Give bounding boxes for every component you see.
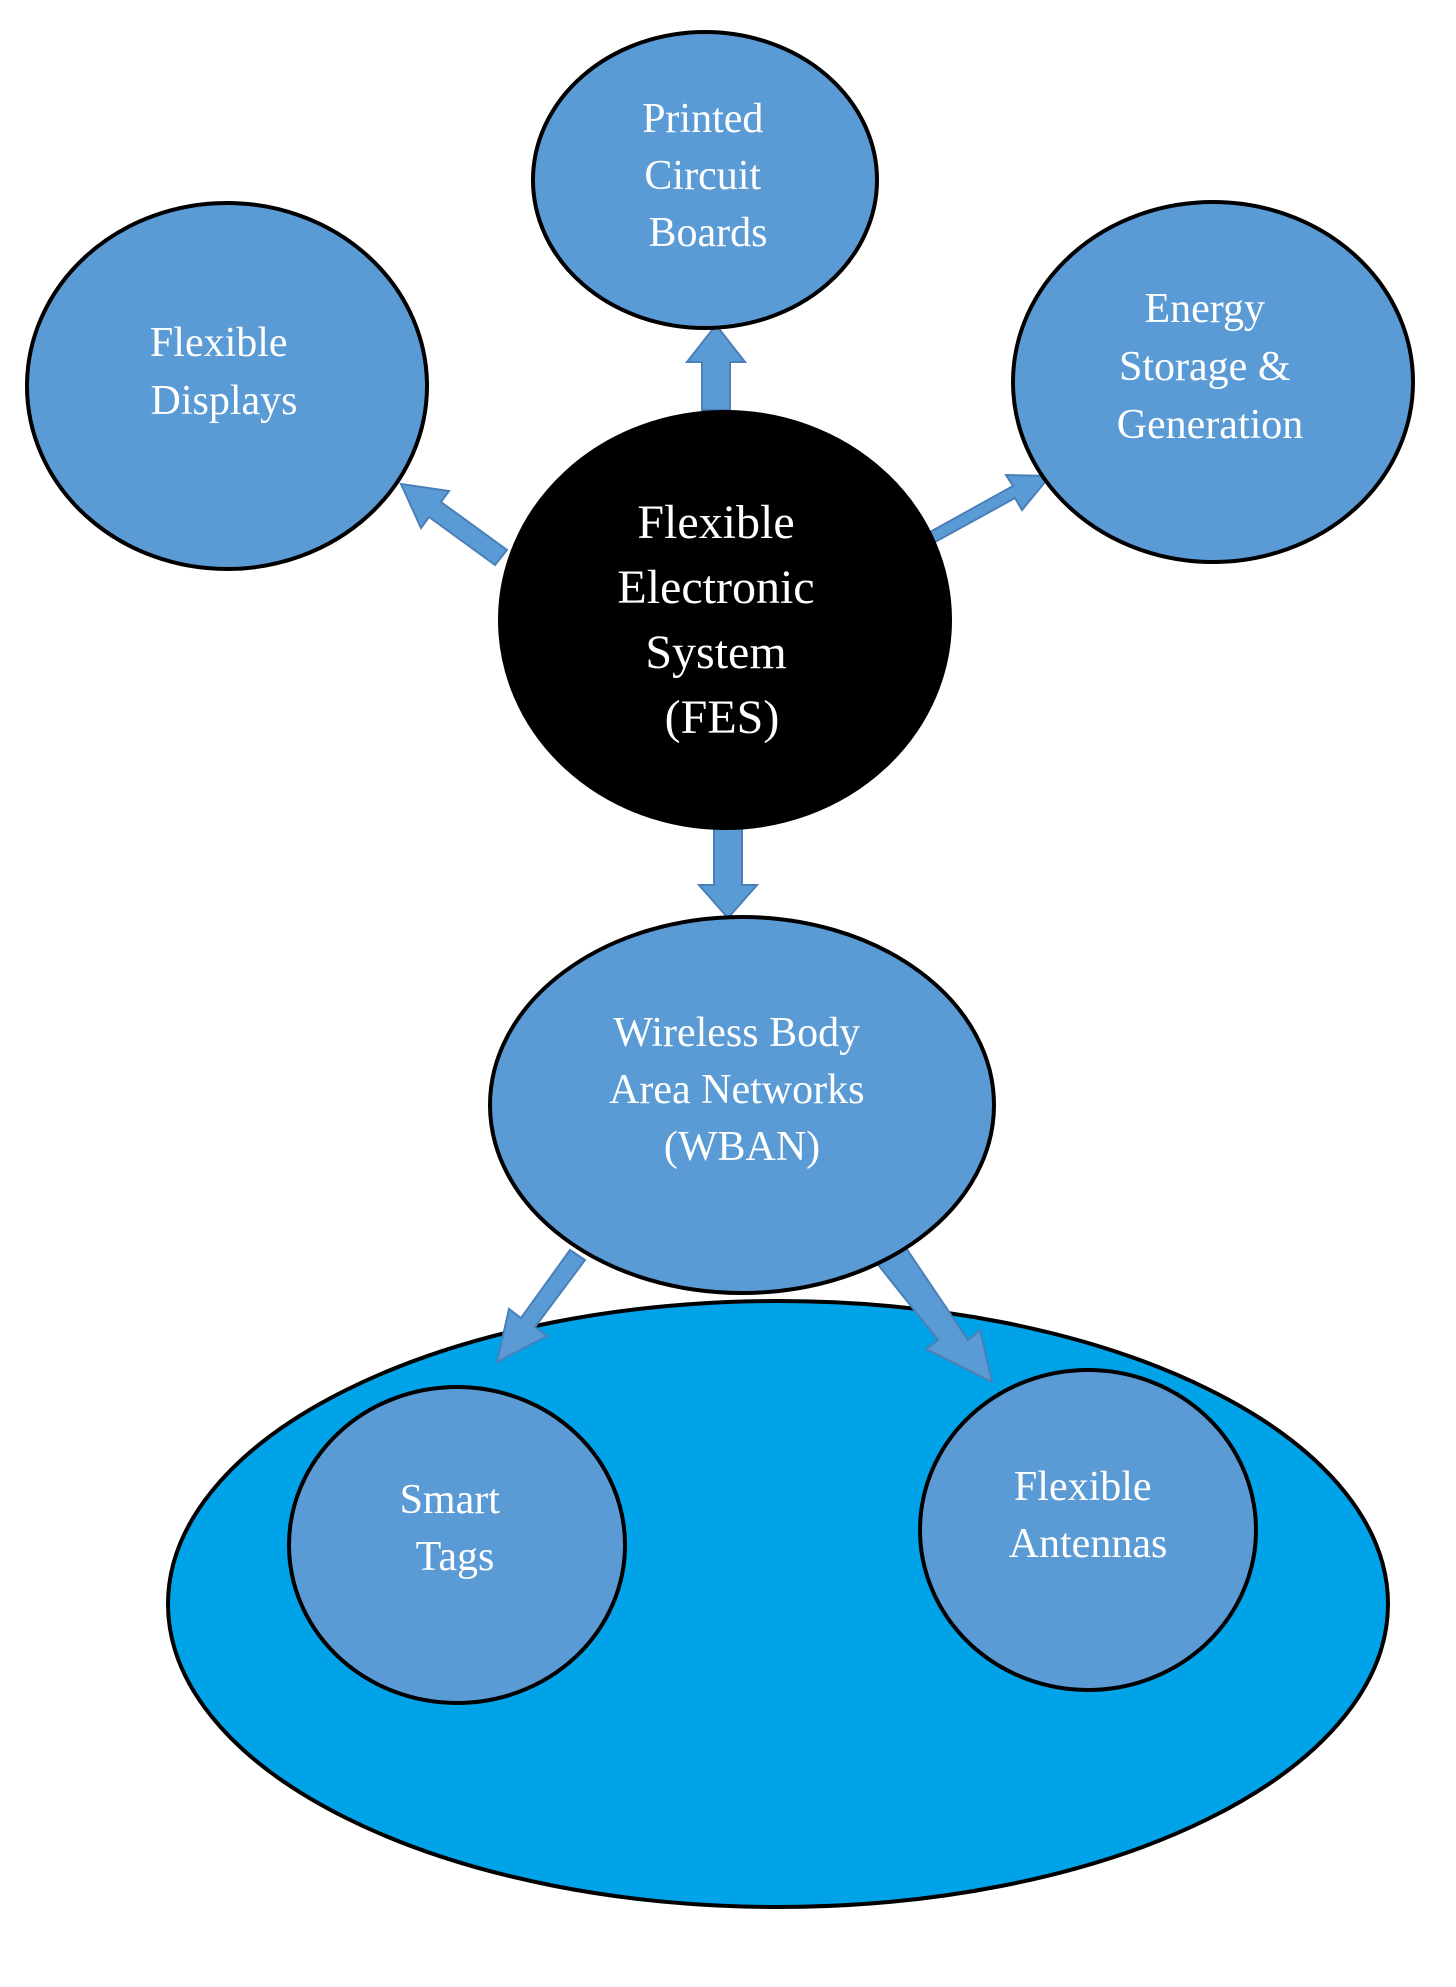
fes-label: Flexible Electronic System (FES) xyxy=(617,496,826,744)
arrow-to-energy-storage xyxy=(928,473,1053,544)
arrow-to-flexible-antennas xyxy=(874,1246,994,1384)
node-flexible-antennas: Flexible Antennas xyxy=(918,1368,1258,1692)
node-wban: Wireless Body Area Networks (WBAN) xyxy=(488,915,996,1295)
node-energy-storage-generation: Energy Storage & Generation xyxy=(1011,200,1415,564)
wban-label: Wireless Body Area Networks (WBAN) xyxy=(609,1010,875,1170)
arrow-to-printed-circuit-boards xyxy=(684,323,748,411)
node-flexible-displays: Flexible Displays xyxy=(25,201,429,571)
arrow-to-flexible-displays xyxy=(399,482,509,567)
printed-circuit-boards-label: Printed Circuit Boards xyxy=(642,96,774,256)
arrow-to-smart-tags xyxy=(495,1248,587,1364)
smart-tags-label: Smart Tags xyxy=(400,1477,511,1580)
node-smart-tags: Smart Tags xyxy=(287,1385,627,1705)
arrow-to-wban xyxy=(696,824,760,920)
flexible-displays-label: Flexible Displays xyxy=(150,320,298,424)
node-printed-circuit-boards: Printed Circuit Boards xyxy=(531,30,879,330)
node-flexible-electronic-system: Flexible Electronic System (FES) xyxy=(498,410,952,830)
energy-storage-label: Energy Storage & Generation xyxy=(1117,286,1304,448)
flexible-antennas-label: Flexible Antennas xyxy=(1009,1464,1168,1567)
